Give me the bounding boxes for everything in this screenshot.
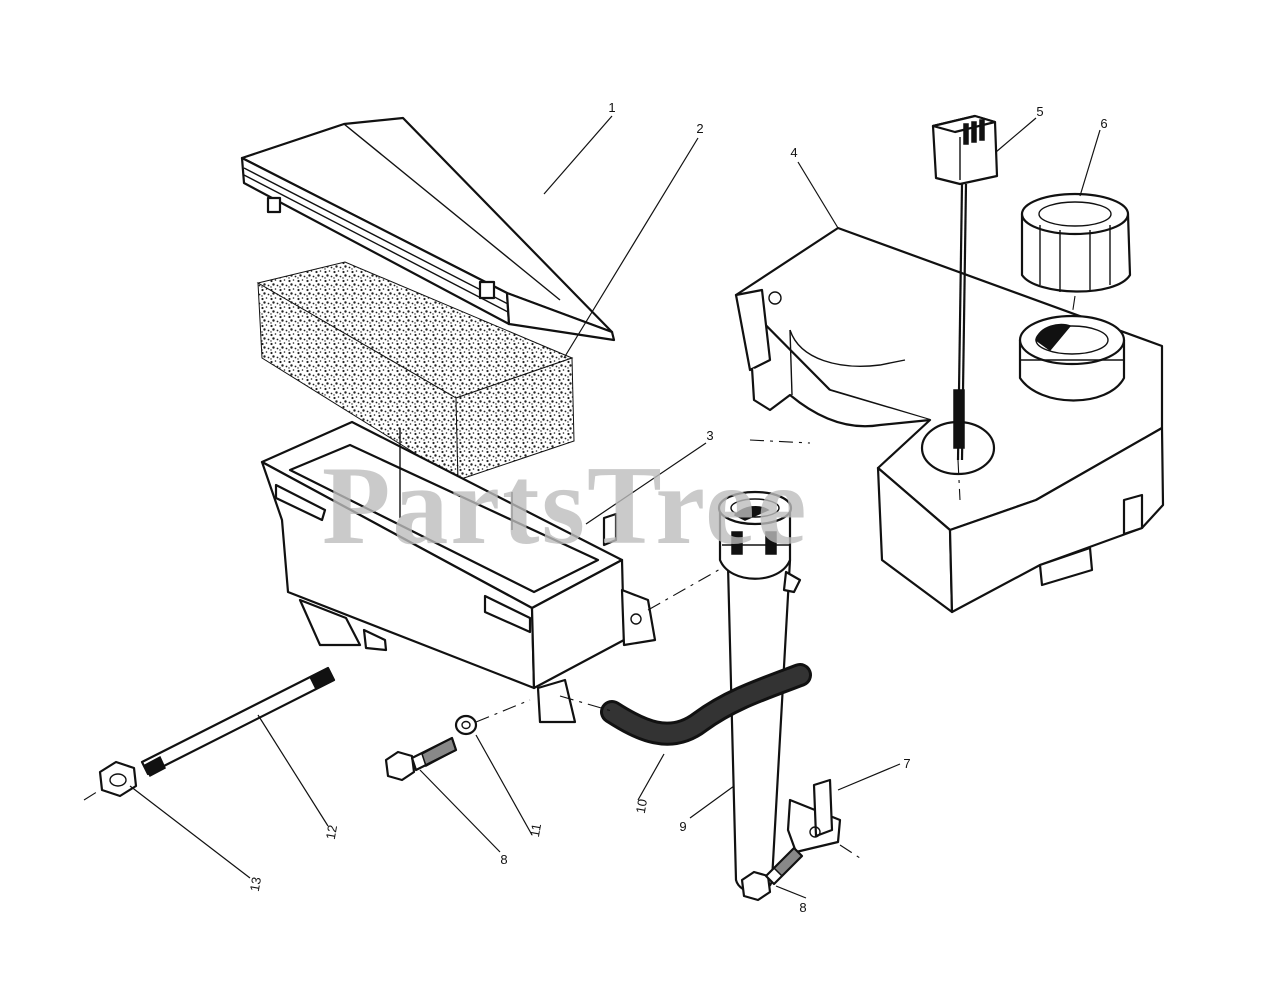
fuel-tube: [717, 490, 802, 894]
callout-2: 2: [696, 121, 703, 136]
air-filter-cover: [240, 116, 616, 342]
watermark: PartsTree: [322, 444, 809, 568]
callout-11: 11: [527, 822, 544, 838]
callout-8-right: 8: [799, 900, 806, 915]
tube-bracket: [786, 778, 842, 854]
screw-left: [384, 736, 458, 782]
callout-1: 1: [608, 100, 615, 115]
callout-9: 9: [679, 819, 686, 834]
foam-filter-element: [256, 261, 575, 481]
callout-4: 4: [790, 145, 797, 160]
callout-13: 13: [247, 876, 264, 893]
callout-5: 5: [1036, 104, 1043, 119]
callout-12: 12: [323, 824, 340, 841]
long-stud: [140, 666, 336, 778]
callout-3: 3: [706, 428, 713, 443]
filler-neck: [1018, 314, 1126, 402]
callout-labels: 1 2 3 4 5 6 7 8 8 9 10 11 12 13: [247, 100, 1108, 915]
leader-lines: [129, 115, 1101, 899]
screw-right: [740, 846, 804, 902]
air-cleaner-base: [260, 420, 657, 724]
callout-8-left: 8: [500, 852, 507, 867]
washer: [454, 714, 478, 736]
callout-10: 10: [633, 798, 650, 815]
assembly-lines: [83, 295, 1076, 859]
hex-nut: [98, 760, 138, 798]
fuel-hose: [600, 663, 812, 746]
callout-7: 7: [903, 756, 910, 771]
fuel-tank: [734, 226, 1165, 614]
dipstick: [931, 114, 999, 461]
callout-6: 6: [1100, 116, 1107, 131]
fuel-cap: [1020, 192, 1132, 293]
